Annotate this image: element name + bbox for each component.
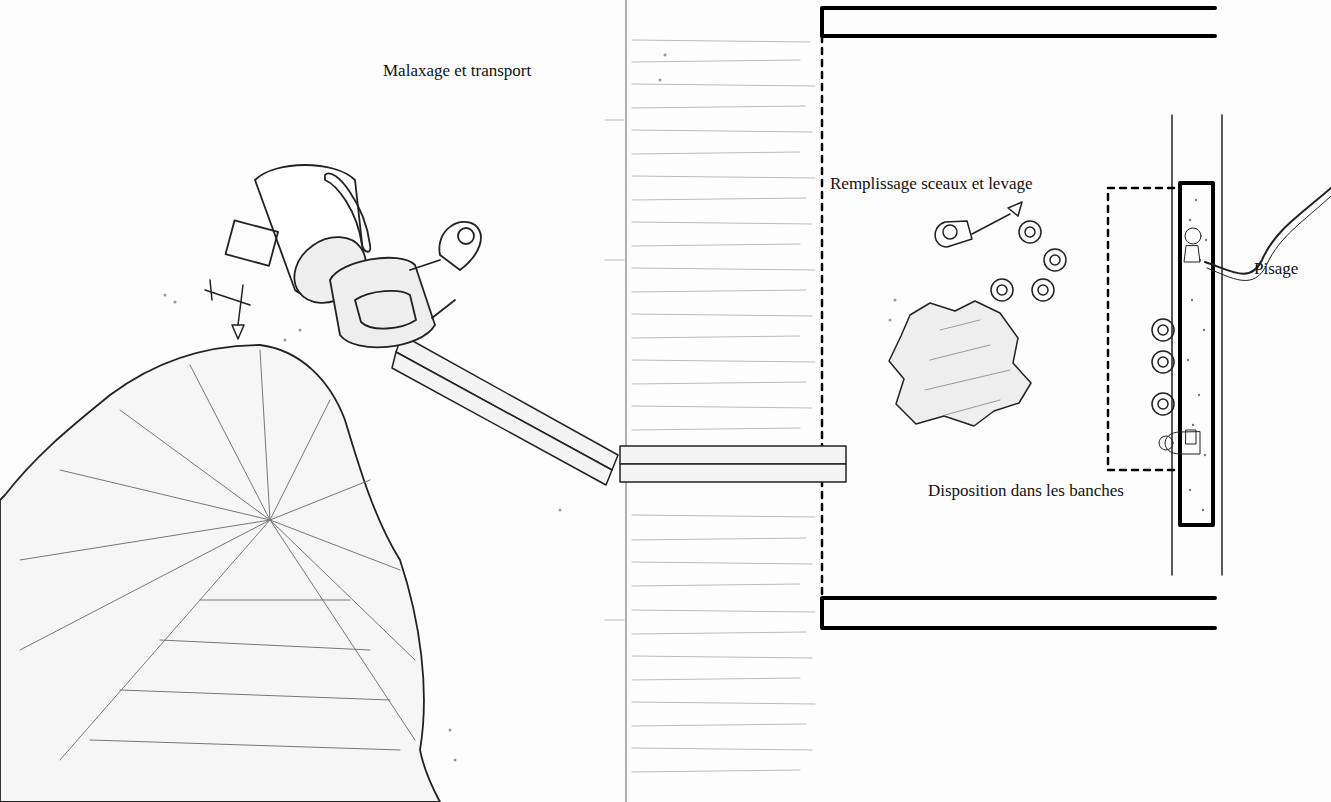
annotation-label: Pisage: [1254, 260, 1298, 279]
rammer-cable: [1207, 196, 1331, 280]
gravel: [164, 54, 897, 762]
earth-mound: [0, 345, 440, 802]
tools: [205, 280, 250, 339]
mound-hatch: [20, 350, 415, 760]
building-walls: [822, 8, 1215, 628]
open-wall: [821, 36, 824, 598]
annotation-label: Malaxage et transport: [383, 62, 531, 81]
pour-zone: [1108, 188, 1180, 470]
shoveler: [935, 202, 1022, 247]
annotation-label: Disposition dans les banches: [928, 482, 1124, 501]
wheelbarrow: [330, 222, 481, 347]
pile-hatch: [925, 320, 1010, 415]
earth-pile: [889, 301, 1031, 426]
plank-bridge: [392, 335, 846, 485]
edge-line: [626, 0, 627, 802]
floor-hatch: [605, 40, 815, 772]
annotation-label: Remplissage sceaux et levage: [830, 175, 1033, 194]
